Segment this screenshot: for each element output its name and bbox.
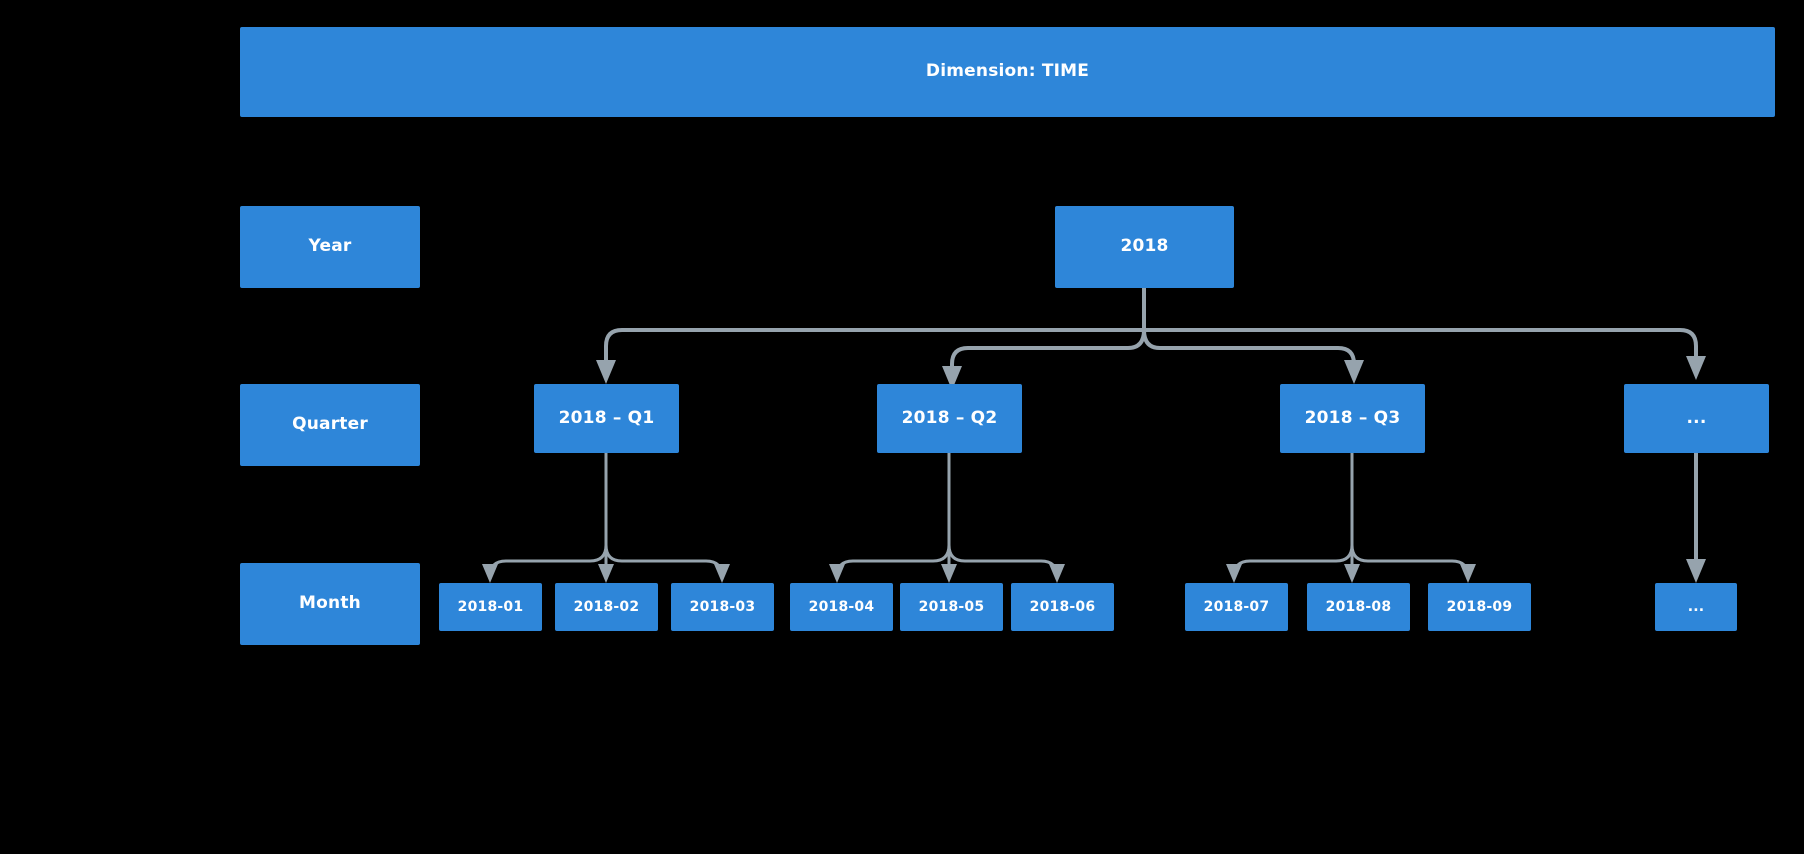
arrowhead-m7 <box>1226 564 1242 583</box>
node-month-ellipsis[interactable]: ... <box>1655 583 1737 631</box>
node-month-ellipsis-label: ... <box>1687 598 1705 615</box>
node-month-2018-03[interactable]: 2018-03 <box>671 583 774 631</box>
wire-q2-to-m6 <box>947 544 1059 579</box>
node-month-2018-04[interactable]: 2018-04 <box>790 583 893 631</box>
node-year-2018[interactable]: 2018 <box>1055 206 1234 288</box>
node-month-2018-01[interactable]: 2018-01 <box>439 583 542 631</box>
node-month-2018-07-label: 2018-07 <box>1203 598 1270 615</box>
arrowhead-m8 <box>1344 564 1360 583</box>
node-quarter-q3[interactable]: 2018 – Q3 <box>1280 384 1425 453</box>
node-month-2018-05[interactable]: 2018-05 <box>900 583 1003 631</box>
wire-year-to-ellipsis <box>1144 328 1698 359</box>
wire-q1-to-m3 <box>604 544 724 579</box>
node-month-2018-09[interactable]: 2018-09 <box>1428 583 1531 631</box>
node-quarter-q1-label: 2018 – Q1 <box>558 407 655 428</box>
node-month-2018-08-label: 2018-08 <box>1325 598 1392 615</box>
node-quarter-q2-label: 2018 – Q2 <box>901 407 998 428</box>
node-quarter-ellipsis-label: ... <box>1686 407 1707 428</box>
row-label-year: Year <box>240 206 420 288</box>
node-month-2018-08[interactable]: 2018-08 <box>1307 583 1410 631</box>
wire-q2-to-m4 <box>835 544 951 579</box>
row-label-quarter-text: Quarter <box>292 414 368 435</box>
arrowhead-m3 <box>714 564 730 583</box>
node-month-2018-03-label: 2018-03 <box>689 598 756 615</box>
row-label-month: Month <box>240 563 420 645</box>
arrowhead-m1 <box>482 564 498 583</box>
arrowhead-q1 <box>596 360 616 384</box>
node-quarter-q3-label: 2018 – Q3 <box>1304 407 1401 428</box>
node-quarter-q1[interactable]: 2018 – Q1 <box>534 384 679 453</box>
wire-year-to-q1 <box>604 328 1144 363</box>
wire-q1-to-m1 <box>488 544 608 579</box>
arrowhead-m5 <box>941 564 957 583</box>
dimension-header-banner: Dimension: TIME <box>240 27 1775 117</box>
arrowhead-q-ellipsis <box>1686 356 1706 380</box>
node-month-2018-01-label: 2018-01 <box>457 598 524 615</box>
arrowhead-m6 <box>1049 564 1065 583</box>
arrowhead-m2 <box>598 564 614 583</box>
node-year-2018-label: 2018 <box>1120 236 1169 257</box>
node-quarter-q2[interactable]: 2018 – Q2 <box>877 384 1022 453</box>
wire-q3-to-m7 <box>1232 544 1354 579</box>
wire-q3-to-m9 <box>1350 544 1470 579</box>
node-month-2018-04-label: 2018-04 <box>808 598 875 615</box>
node-month-2018-06-label: 2018-06 <box>1029 598 1096 615</box>
arrowhead-m9 <box>1460 564 1476 583</box>
wire-year-to-q3 <box>1142 329 1356 365</box>
node-month-2018-02[interactable]: 2018-02 <box>555 583 658 631</box>
node-month-2018-09-label: 2018-09 <box>1446 598 1513 615</box>
arrowhead-q3 <box>1344 360 1364 384</box>
node-month-2018-06[interactable]: 2018-06 <box>1011 583 1114 631</box>
node-quarter-ellipsis[interactable]: ... <box>1624 384 1769 453</box>
row-label-month-text: Month <box>299 593 361 614</box>
arrowhead-m-ellipsis <box>1686 559 1706 583</box>
arrowhead-m4 <box>829 564 845 583</box>
dimension-header-title: Dimension: TIME <box>925 61 1090 82</box>
row-label-quarter: Quarter <box>240 384 420 466</box>
node-month-2018-02-label: 2018-02 <box>573 598 640 615</box>
node-month-2018-05-label: 2018-05 <box>918 598 985 615</box>
node-month-2018-07[interactable]: 2018-07 <box>1185 583 1288 631</box>
wire-year-to-q2 <box>950 329 1146 370</box>
row-label-year-text: Year <box>308 236 352 257</box>
